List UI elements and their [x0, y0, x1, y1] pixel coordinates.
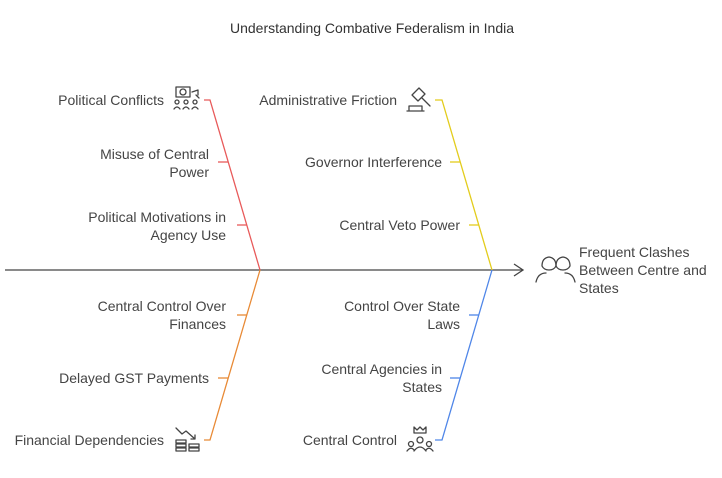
crowned-group-icon: [406, 426, 434, 452]
bone-administrative-friction: Administrative Friction Governor Interfe…: [259, 87, 493, 271]
bone-financial-dependencies: Financial Dependencies Central Control O…: [15, 269, 261, 452]
cause-label: Misuse of Central: [100, 146, 209, 162]
cause-label: Central Control Over: [98, 298, 227, 314]
cause-head: Political Conflicts: [58, 92, 164, 108]
cause-head: Administrative Friction: [259, 92, 397, 108]
diagram-title: Understanding Combative Federalism in In…: [230, 20, 514, 36]
cause-label: Delayed GST Payments: [59, 370, 209, 386]
cause-label: Governor Interference: [305, 154, 442, 170]
declining-money-icon: [175, 427, 200, 452]
effect-label: Between Centre and: [579, 262, 707, 278]
cause-label: Power: [169, 164, 209, 180]
cause-label: Control Over State: [344, 298, 460, 314]
effect: Frequent Clashes Between Centre and Stat…: [535, 244, 707, 296]
cause-label: Central Agencies in: [321, 361, 442, 377]
protest-icon: [173, 86, 200, 110]
cause-label: Central Veto Power: [339, 217, 460, 233]
gavel-icon: [406, 87, 431, 112]
effect-label: Frequent Clashes: [579, 244, 690, 260]
effect-label: States: [579, 280, 619, 296]
cause-label: Political Motivations in: [88, 209, 226, 225]
cause-label: States: [402, 379, 442, 395]
spine-arrowhead: [513, 263, 525, 277]
bone-political-conflicts: Political Conflicts Misuse of Central Po…: [58, 86, 261, 271]
cause-head: Financial Dependencies: [15, 432, 164, 448]
cause-label: Agency Use: [151, 227, 227, 243]
bone-central-control: Central Control Control Over State Laws …: [303, 269, 493, 452]
cause-label: Laws: [427, 316, 460, 332]
people-conflict-icon: [535, 256, 576, 283]
cause-head: Central Control: [303, 432, 397, 448]
cause-label: Finances: [169, 316, 226, 332]
